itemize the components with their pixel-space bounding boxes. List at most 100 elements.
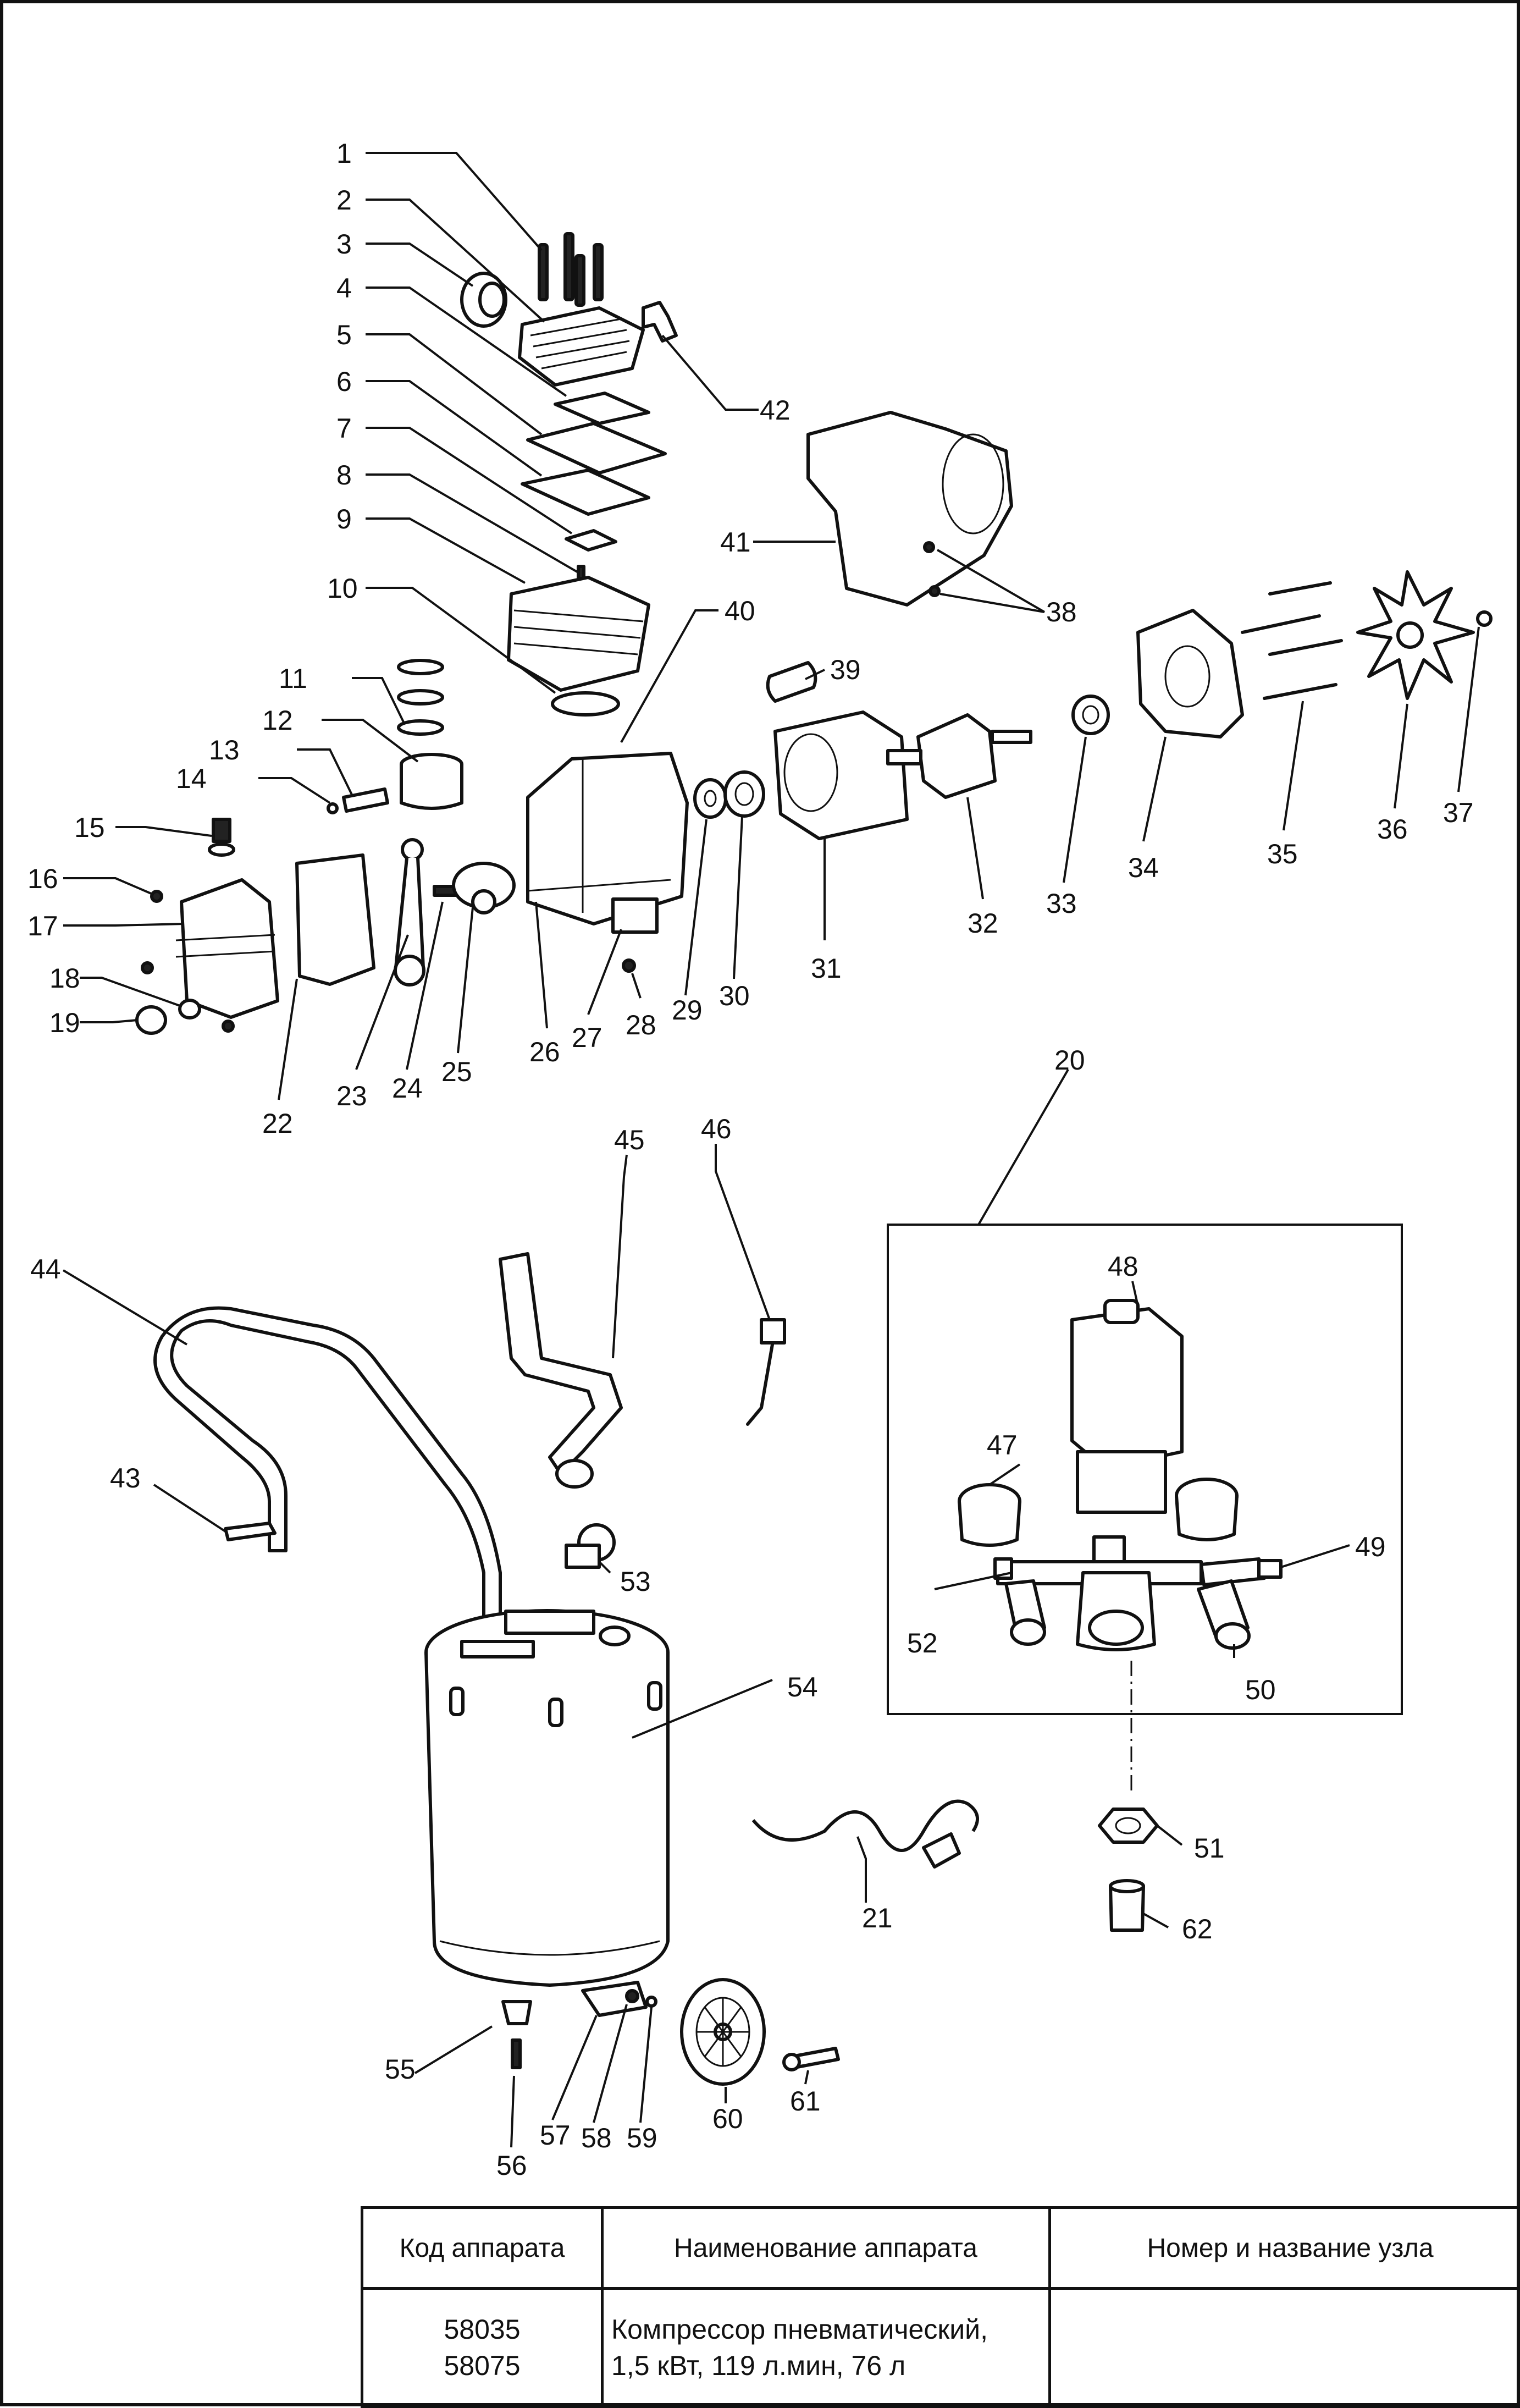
device-code-1: 58035 [364,2311,600,2348]
part-fitting-15 [209,819,234,855]
callout-25: 25 [441,1056,472,1087]
part-end-shield [1138,610,1242,737]
header-device-code: Код аппарата [362,2208,603,2289]
callout-44: 44 [30,1254,61,1285]
callout-37: 37 [1443,797,1474,828]
callout-54: 54 [787,1672,818,1702]
callout-15: 15 [74,812,105,843]
callout-51: 51 [1194,1833,1225,1864]
part-tank [426,1611,668,1985]
part-fan [1358,572,1473,698]
callout-55: 55 [385,2054,416,2085]
leader-lines [63,153,1479,2147]
callout-57: 57 [540,2120,571,2151]
part-gasket-22 [297,855,374,984]
part-cylinder-gasket [552,693,618,715]
part-nut-37 [1478,612,1491,625]
part-pin-43 [225,1523,275,1540]
part-handle [155,1308,500,1622]
part-bearing-30 [725,772,764,816]
part-foot [503,2002,530,2024]
part-reed-7 [566,531,616,550]
callout-48: 48 [1108,1251,1138,1282]
callout-12: 12 [262,705,293,736]
callout-43: 43 [110,1463,141,1494]
callout-32: 32 [968,908,998,939]
part-pin-8 [578,566,584,578]
part-connecting-rod [395,840,424,985]
callout-58: 58 [581,2123,612,2153]
part-crankcase [528,753,687,932]
callout-9: 9 [336,504,352,535]
part-piston [401,754,462,808]
part-stator [775,712,907,839]
callout-16: 16 [27,863,58,894]
callout-49: 49 [1355,1531,1386,1562]
callout-56: 56 [496,2150,527,2181]
callout-18: 18 [49,963,80,994]
part-bolt-58 [627,1991,638,2002]
device-code-2: 58075 [364,2348,600,2384]
callout-53: 53 [620,1566,651,1597]
callout-59: 59 [627,2123,657,2153]
callout-31: 31 [811,953,842,984]
part-valve-plate-5 [528,423,665,473]
parts-title-table: Код аппарата Наименование аппарата Номер… [361,2206,1520,2408]
part-head-bolts [539,234,602,305]
callout-19: 19 [49,1007,80,1038]
callout-36: 36 [1377,814,1408,845]
part-capacitor [768,663,816,701]
callout-35: 35 [1267,839,1298,869]
callout-52: 52 [907,1628,938,1658]
part-wheel [682,1980,764,2084]
device-codes-cell: 58035 58075 [362,2289,603,2407]
part-check-valve [566,1525,614,1567]
part-nut-59 [647,1997,656,2006]
part-gasket-4 [555,393,649,423]
callout-13: 13 [209,735,240,765]
device-name-cell: Компрессор пневматический, 1,5 кВт, 119 … [603,2289,1050,2407]
callout-3: 3 [336,229,352,260]
callout-60: 60 [712,2103,743,2134]
callout-38: 38 [1046,597,1077,627]
part-cylinder-head [519,308,643,385]
callout-6: 6 [336,366,352,397]
callout-14: 14 [176,763,207,794]
part-elbow-fitting [643,302,676,341]
device-name-line-2: 1,5 кВт, 119 л.мин, 76 л [611,2348,1048,2384]
part-plug [137,1007,165,1033]
part-clip [328,804,337,813]
callout-28: 28 [626,1010,656,1040]
assembly-cell [1050,2289,1520,2407]
part-crank [454,863,514,913]
callout-20: 20 [1054,1045,1085,1076]
callout-29: 29 [672,995,703,1026]
callout-34: 34 [1128,852,1159,883]
callout-1: 1 [336,138,352,169]
table-row: 58035 58075 Компрессор пневматический, 1… [362,2289,1520,2407]
callout-46: 46 [701,1114,732,1144]
callout-4: 4 [336,273,352,304]
callout-7: 7 [336,413,352,444]
part-through-bolts [1242,583,1341,698]
callout-23: 23 [336,1081,367,1111]
callout-22: 22 [262,1108,293,1139]
part-discharge-tube [500,1254,621,1487]
part-piston-rings [399,660,443,734]
callout-30: 30 [719,980,750,1011]
callout-45: 45 [614,1125,645,1155]
part-axle [784,2048,838,2070]
part-nut-28 [623,960,634,971]
part-screw-56 [512,2040,520,2068]
callout-2: 2 [336,185,352,216]
part-rotor [888,715,1031,797]
part-bushing-62 [1110,1881,1143,1930]
device-name-line-1: Компрессор пневматический, [611,2311,1048,2348]
callout-8: 8 [336,460,352,491]
callout-41: 41 [720,527,751,558]
callout-11: 11 [279,663,307,694]
callout-24: 24 [392,1073,423,1104]
callout-26: 26 [529,1037,560,1067]
callout-62: 62 [1182,1914,1213,1944]
callout-5: 5 [336,319,352,350]
